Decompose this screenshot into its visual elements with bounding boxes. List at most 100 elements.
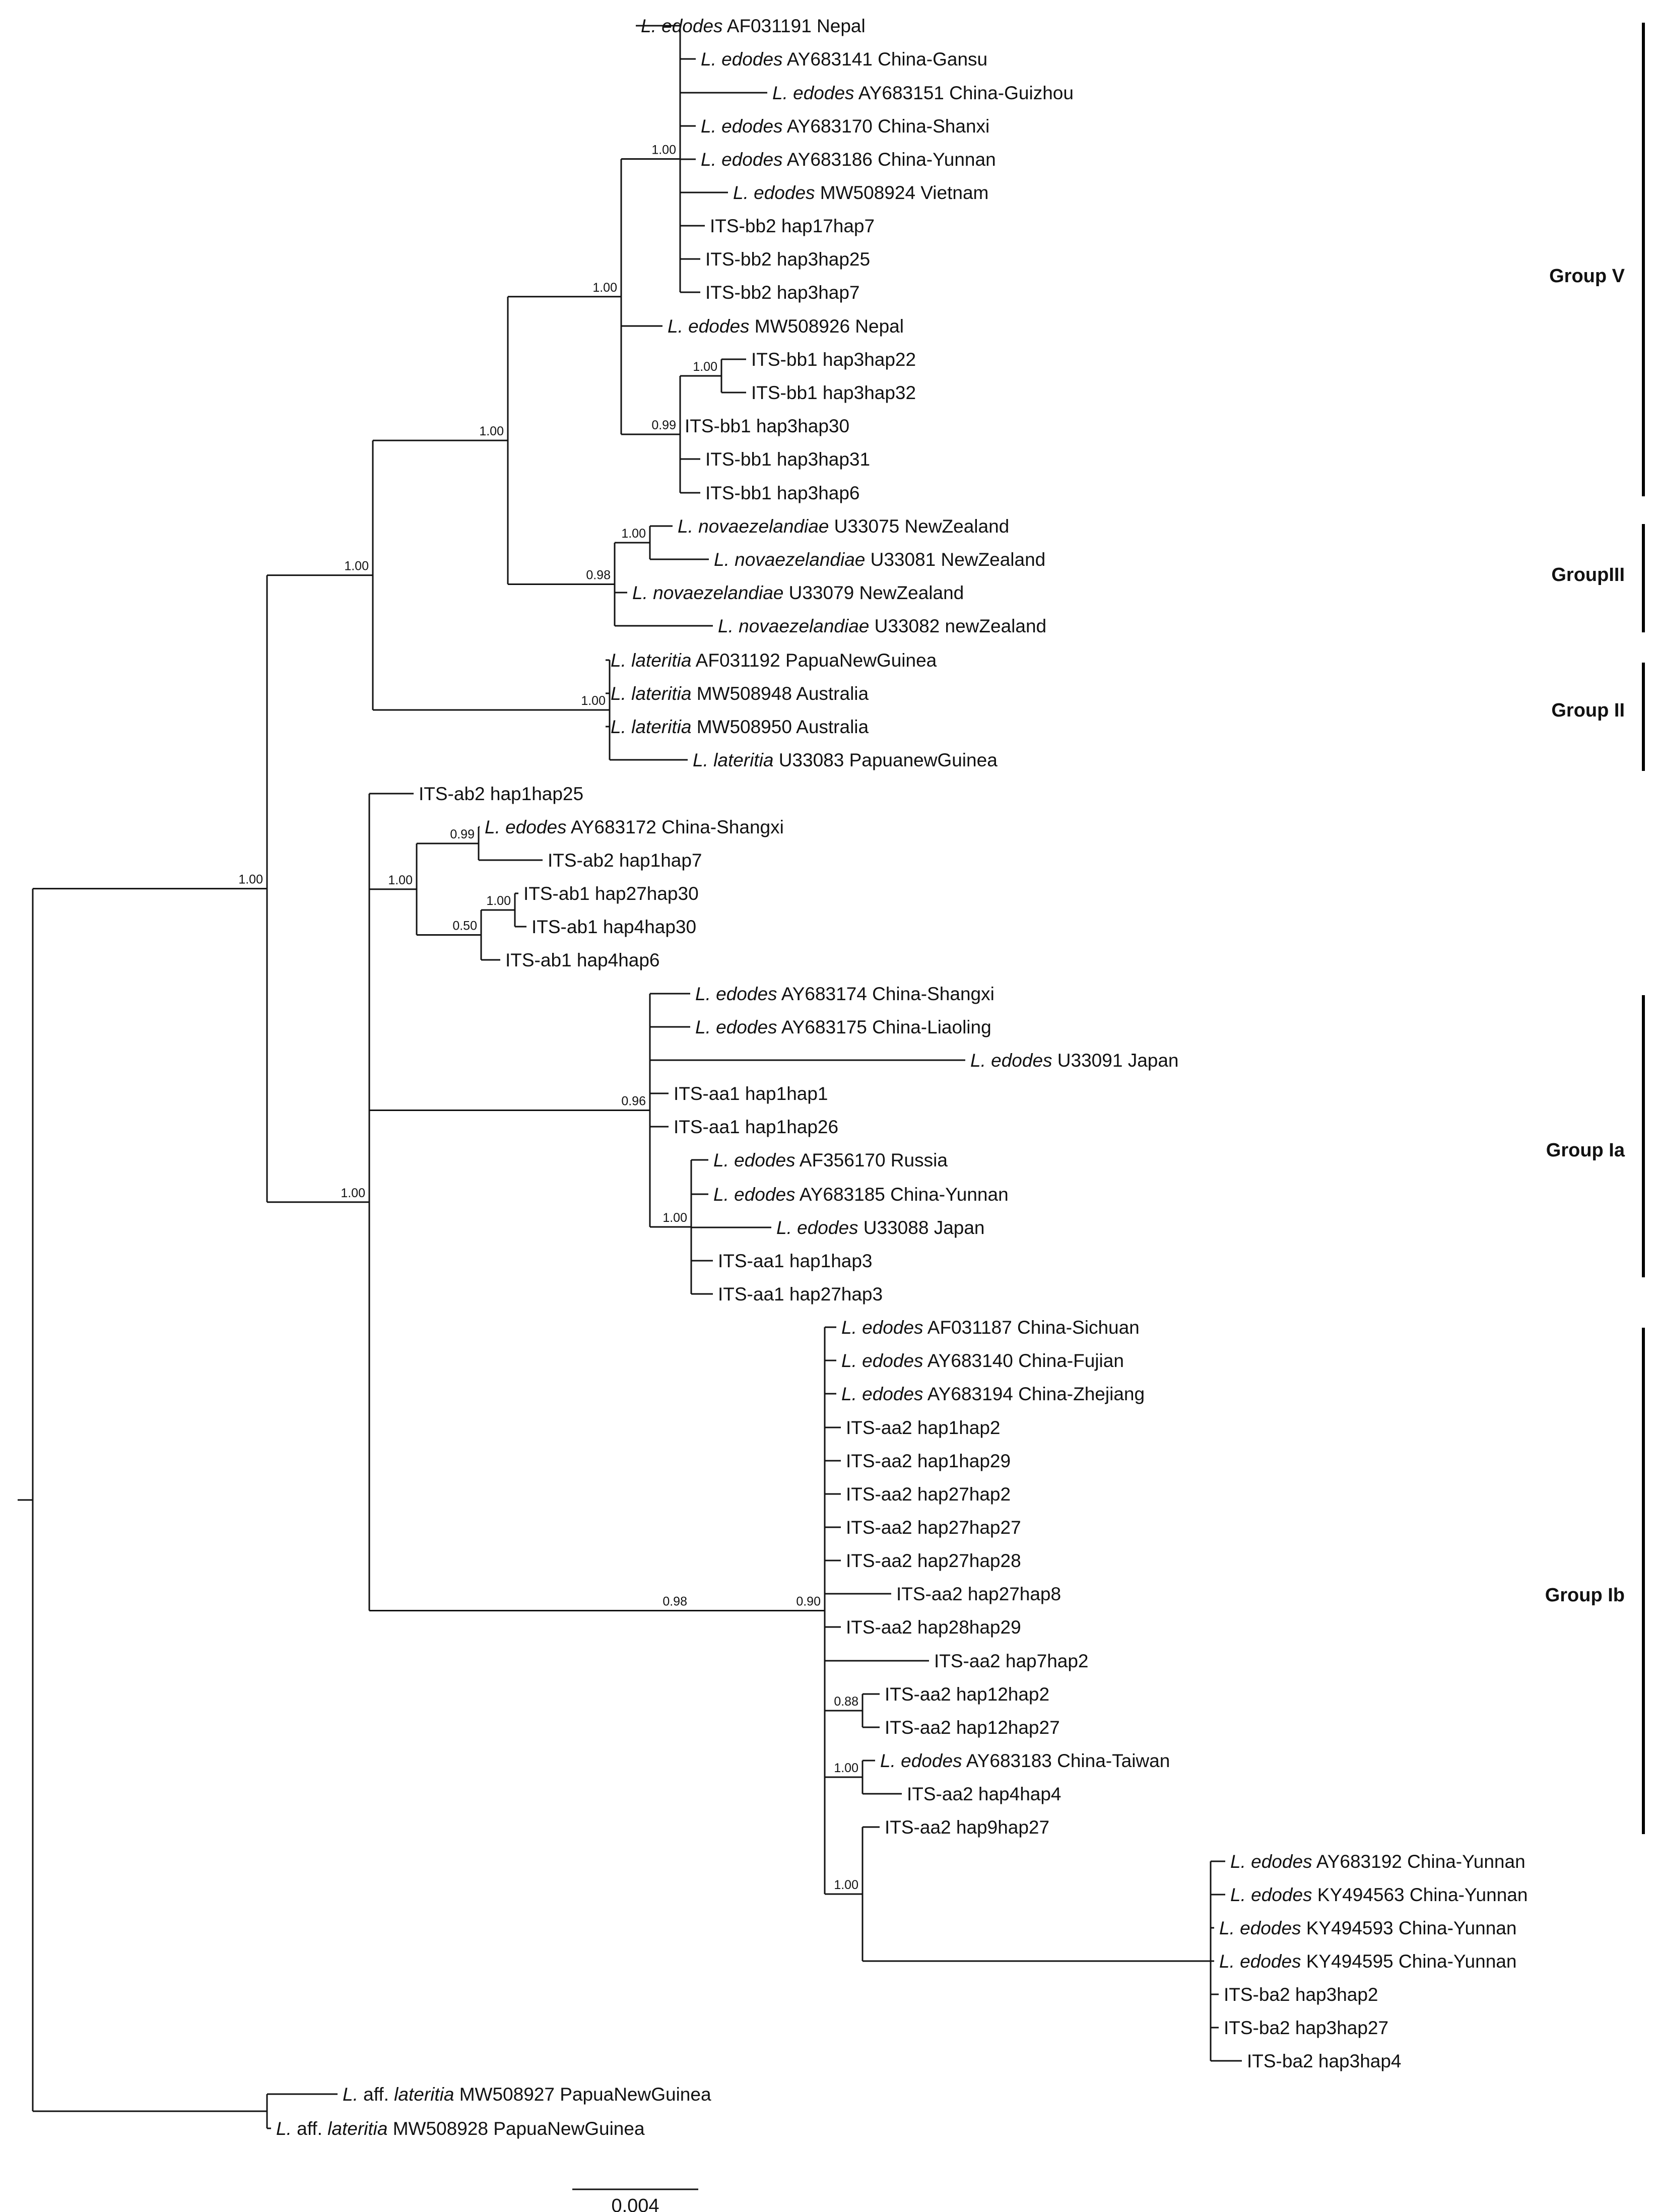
leaf-species: L. <box>701 116 721 137</box>
leaf-species-epithet: edodes <box>797 1217 858 1238</box>
leaf-label: L. edodes AF031191 Nepal <box>641 16 866 36</box>
leaf-accession: AY683185 China-Yunnan <box>795 1184 1009 1205</box>
leaf-label: L. edodes AY683151 China-Guizhou <box>772 83 1074 103</box>
leaf-accession: ITS-ab1 hap4hap6 <box>505 950 660 970</box>
leaf-label: L. edodes U33091 Japan <box>970 1050 1179 1071</box>
leaf-species: L. <box>695 984 716 1004</box>
leaf-label: ITS-aa2 hap7hap2 <box>934 1651 1089 1671</box>
leaf-species-epithet: edodes <box>721 149 782 170</box>
leaf-species-epithet: edodes <box>862 1350 923 1371</box>
leaf-accession: MW508948 Australia <box>691 683 869 704</box>
leaf-label: L. lateritia AF031192 PapuaNewGuinea <box>611 650 937 671</box>
support-value: 0.99 <box>450 827 475 841</box>
leaf-accession: ITS-bb2 hap3hap7 <box>705 282 860 303</box>
leaf-accession: AF356170 Russia <box>795 1150 948 1170</box>
leaf-species: L. <box>718 616 739 636</box>
leaf-label: ITS-aa1 hap1hap3 <box>718 1251 873 1271</box>
leaf-species: L. <box>632 582 653 603</box>
group-label: Group Ia <box>1546 1140 1625 1161</box>
leaf-accession: AY683175 China-Liaoling <box>777 1017 991 1037</box>
leaf-species: L. <box>1230 1851 1251 1872</box>
leaf-species: L. <box>611 717 631 737</box>
leaf-accession: U33075 NewZealand <box>829 516 1009 537</box>
leaf-species: L. <box>611 683 631 704</box>
support-value: 0.90 <box>796 1595 821 1609</box>
leaf-species: L. <box>701 149 721 170</box>
support-value: 1.00 <box>388 873 413 887</box>
leaf-species: L. <box>678 516 698 537</box>
leaf-species-epithet: edodes <box>1240 1918 1301 1938</box>
leaf-label: L. edodes AY683141 China-Gansu <box>701 49 987 70</box>
leaf-accession: AY683151 China-Guizhou <box>854 83 1074 103</box>
leaf-accession: U33088 Japan <box>858 1217 985 1238</box>
leaf-label: ITS-bb2 hap3hap7 <box>705 282 860 303</box>
leaf-label: L. edodes AY683185 China-Yunnan <box>713 1184 1009 1205</box>
leaf-label: L. edodes U33088 Japan <box>776 1217 985 1238</box>
leaf-label: ITS-aa2 hap12hap2 <box>885 1684 1049 1705</box>
leaf-species: L. <box>841 1384 862 1404</box>
leaf-accession: ITS-aa2 hap27hap2 <box>846 1484 1011 1505</box>
leaf-label: ITS-aa2 hap4hap4 <box>907 1784 1062 1804</box>
leaf-accession: ITS-aa2 hap7hap2 <box>934 1651 1089 1671</box>
leaf-accession: ITS-aa2 hap1hap29 <box>846 1451 1011 1471</box>
leaf-species-epithet: edodes <box>688 316 749 337</box>
leaf-label: L. edodes MW508924 Vietnam <box>733 182 988 203</box>
leaf-label: L. lateritia U33083 PapuanewGuinea <box>693 750 998 770</box>
leaf-label: ITS-ba2 hap3hap27 <box>1224 2018 1388 2038</box>
leaf-accession: KY494563 China-Yunnan <box>1312 1884 1528 1905</box>
group-label: Group V <box>1549 266 1625 287</box>
leaf-species-epithet: lateritia <box>327 2118 387 2139</box>
leaf-label: ITS-ba2 hap3hap2 <box>1224 1984 1378 2005</box>
leaf-species-epithet: edodes <box>721 49 782 70</box>
leaf-species: L. <box>1219 1918 1240 1938</box>
leaf-label: ITS-aa2 hap27hap8 <box>896 1584 1061 1604</box>
leaf-species-epithet: edodes <box>793 83 854 103</box>
leaf-species: L. <box>693 750 713 770</box>
leaf-label: ITS-ab2 hap1hap25 <box>419 784 583 804</box>
leaf-accession: ITS-bb1 hap3hap32 <box>751 382 916 403</box>
leaf-species: L. <box>701 49 721 70</box>
leaf-label: ITS-ab1 hap27hap30 <box>523 883 699 904</box>
leaf-species-epithet: novaezelandiae <box>698 516 829 537</box>
support-value: 1.00 <box>344 559 369 573</box>
leaf-species-epithet: novaezelandiae <box>739 616 869 636</box>
leaf-species: L. <box>695 1017 716 1037</box>
leaf-accession: AF031192 PapuaNewGuinea <box>691 650 937 671</box>
support-value: 0.99 <box>651 418 676 432</box>
leaf-label: ITS-aa2 hap9hap27 <box>885 1817 1049 1838</box>
leaf-label: ITS-ab1 hap4hap30 <box>532 917 696 937</box>
leaf-accession: ITS-bb1 hap3hap22 <box>751 349 916 370</box>
leaf-label: ITS-bb1 hap3hap31 <box>705 449 870 470</box>
leaf-label: ITS-bb2 hap3hap25 <box>705 249 870 270</box>
support-value: 1.00 <box>834 1761 858 1775</box>
leaf-label: ITS-ab2 hap1hap7 <box>548 850 702 871</box>
leaf-species-epithet: edodes <box>721 116 782 137</box>
leaf-label: L. novaezelandiae U33075 NewZealand <box>678 516 1009 537</box>
leaf-accession: MW508924 Vietnam <box>815 182 989 203</box>
leaf-species-epithet: edodes <box>991 1050 1052 1071</box>
leaf-species-epithet: edodes <box>734 1150 795 1170</box>
leaf-label: L. edodes AF356170 Russia <box>713 1150 948 1170</box>
leaf-species-aff: aff. <box>297 2118 327 2139</box>
leaf-species: L. <box>776 1217 797 1238</box>
leaf-label: L. edodes MW508926 Nepal <box>668 316 904 337</box>
leaf-label: L. edodes AY683186 China-Yunnan <box>701 149 996 170</box>
leaf-species: L. <box>485 817 505 837</box>
leaf-label: L. edodes AY683192 China-Yunnan <box>1230 1851 1526 1872</box>
leaf-label: ITS-aa2 hap27hap27 <box>846 1517 1021 1538</box>
leaf-accession: ITS-bb1 hap3hap6 <box>705 483 860 503</box>
leaf-label: ITS-aa2 hap12hap27 <box>885 1717 1060 1738</box>
leaf-label: ITS-aa1 hap27hap3 <box>718 1284 883 1305</box>
leaf-label: L. edodes AY683194 China-Zhejiang <box>841 1384 1145 1404</box>
leaf-label: ITS-ba2 hap3hap4 <box>1247 2051 1402 2071</box>
support-value: 0.96 <box>621 1094 646 1109</box>
leaf-label: ITS-aa2 hap27hap2 <box>846 1484 1011 1505</box>
leaf-label: ITS-bb1 hap3hap32 <box>751 382 916 403</box>
support-value: 0.50 <box>452 919 477 933</box>
leaf-accession: ITS-ab1 hap27hap30 <box>523 883 699 904</box>
leaf-accession: ITS-aa2 hap27hap28 <box>846 1550 1021 1571</box>
leaf-species-epithet: lateritia <box>713 750 773 770</box>
leaf-label: ITS-aa2 hap27hap28 <box>846 1550 1021 1571</box>
leaf-species: L. <box>1219 1951 1240 1972</box>
